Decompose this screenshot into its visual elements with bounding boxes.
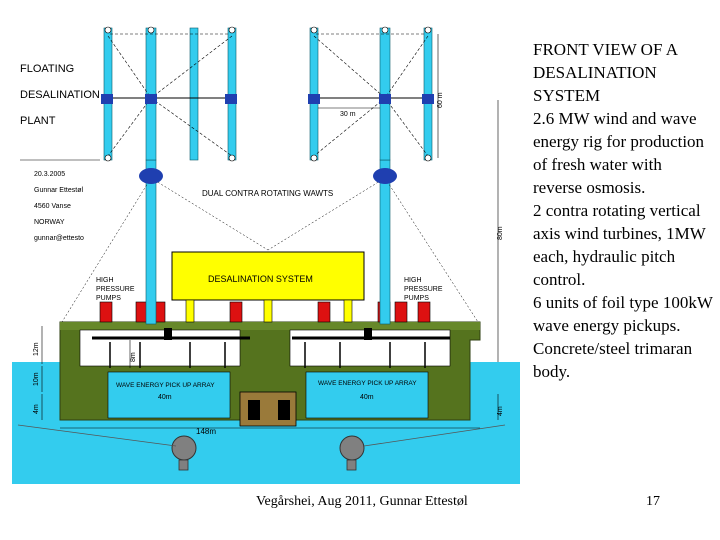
dim-8m: 8m (130, 352, 137, 362)
wave-cavity-right (305, 371, 429, 419)
dim-60m: 60 m (437, 92, 444, 108)
dim-4m-right: 4m (497, 406, 504, 416)
note-country: NORWAY (34, 219, 65, 226)
center-rotor-label: DUAL CONTRA ROTATING WAWTS (202, 189, 333, 198)
left-wind-turbine (101, 26, 237, 184)
dim-40m-right: 40m (360, 394, 374, 401)
desalination-label: DESALINATION SYSTEM (208, 274, 313, 284)
dim-10m: 10m (33, 372, 40, 386)
keel-block-left (248, 400, 260, 420)
desal-leg-3 (343, 299, 353, 323)
mast-right (379, 159, 391, 325)
desalination-box (171, 251, 365, 301)
page-number: 17 (646, 494, 660, 509)
foil-hub-left (164, 328, 172, 340)
note-author: Gunnar Ettestøl (34, 187, 83, 194)
description-heading: FRONT VIEW OF A DESALINATION SYSTEM (533, 40, 678, 105)
dim-40m-left: 40m (158, 394, 172, 401)
right-wind-turbine (308, 26, 434, 184)
keel-block-right (278, 400, 290, 420)
deck-void-left (79, 329, 241, 367)
description-power: 2.6 MW wind and wave energy rig for prod… (533, 109, 705, 197)
anchors (17, 424, 506, 471)
hp-right-line-2: PRESSURE (404, 286, 443, 293)
dim-4m-left: 4m (33, 404, 40, 414)
title-line-2: DESALINATION (20, 89, 100, 101)
description-turbines: 2 contra rotating vertical axis wind tur… (533, 201, 706, 289)
wave-right-label: WAVE ENERGY PICK UP ARRAY (318, 380, 417, 387)
wave-left-label: WAVE ENERGY PICK UP ARRAY (116, 382, 215, 389)
dim-80m: 80m (497, 226, 504, 240)
dimension-lines (20, 34, 499, 429)
description-body: Concrete/steel trimaran body. (533, 339, 693, 381)
hp-right-line-3: PUMPS (404, 295, 429, 302)
hp-left-line-2: PRESSURE (96, 286, 135, 293)
foil-hub-right (364, 328, 372, 340)
dim-12m: 12m (33, 342, 40, 356)
wave-cavity-left (107, 371, 231, 419)
slide-description: FRONT VIEW OF A DESALINATION SYSTEM 2.6 … (533, 38, 713, 383)
guy-wires (61, 177, 479, 323)
dim-148m: 148m (196, 427, 216, 436)
dim-30m: 30 m (340, 111, 356, 118)
desal-leg-2 (263, 299, 273, 323)
hp-left-line-1: HIGH (96, 277, 114, 284)
note-place: 4560 Vanse (34, 203, 71, 210)
hull-deck (60, 322, 480, 330)
title-line-3: PLANT (20, 115, 56, 127)
mast-left (145, 159, 157, 325)
hp-left-line-3: PUMPS (96, 295, 121, 302)
footer-credit: Vegårshei, Aug 2011, Gunnar Ettestøl (256, 494, 468, 509)
desal-leg-1 (185, 299, 195, 323)
description-wave-pickups: 6 units of foil type 100kW wave energy p… (533, 293, 713, 335)
wave-foils (109, 342, 426, 368)
title-line-1: FLOATING (20, 63, 74, 75)
desalination-plant-diagram: FLOATING DESALINATION PLANT 20.3.2005 Gu… (12, 26, 520, 484)
note-email: gunnar@ettesto (34, 235, 84, 242)
hp-right-line-1: HIGH (404, 277, 422, 284)
note-date: 20.3.2005 (34, 171, 65, 178)
